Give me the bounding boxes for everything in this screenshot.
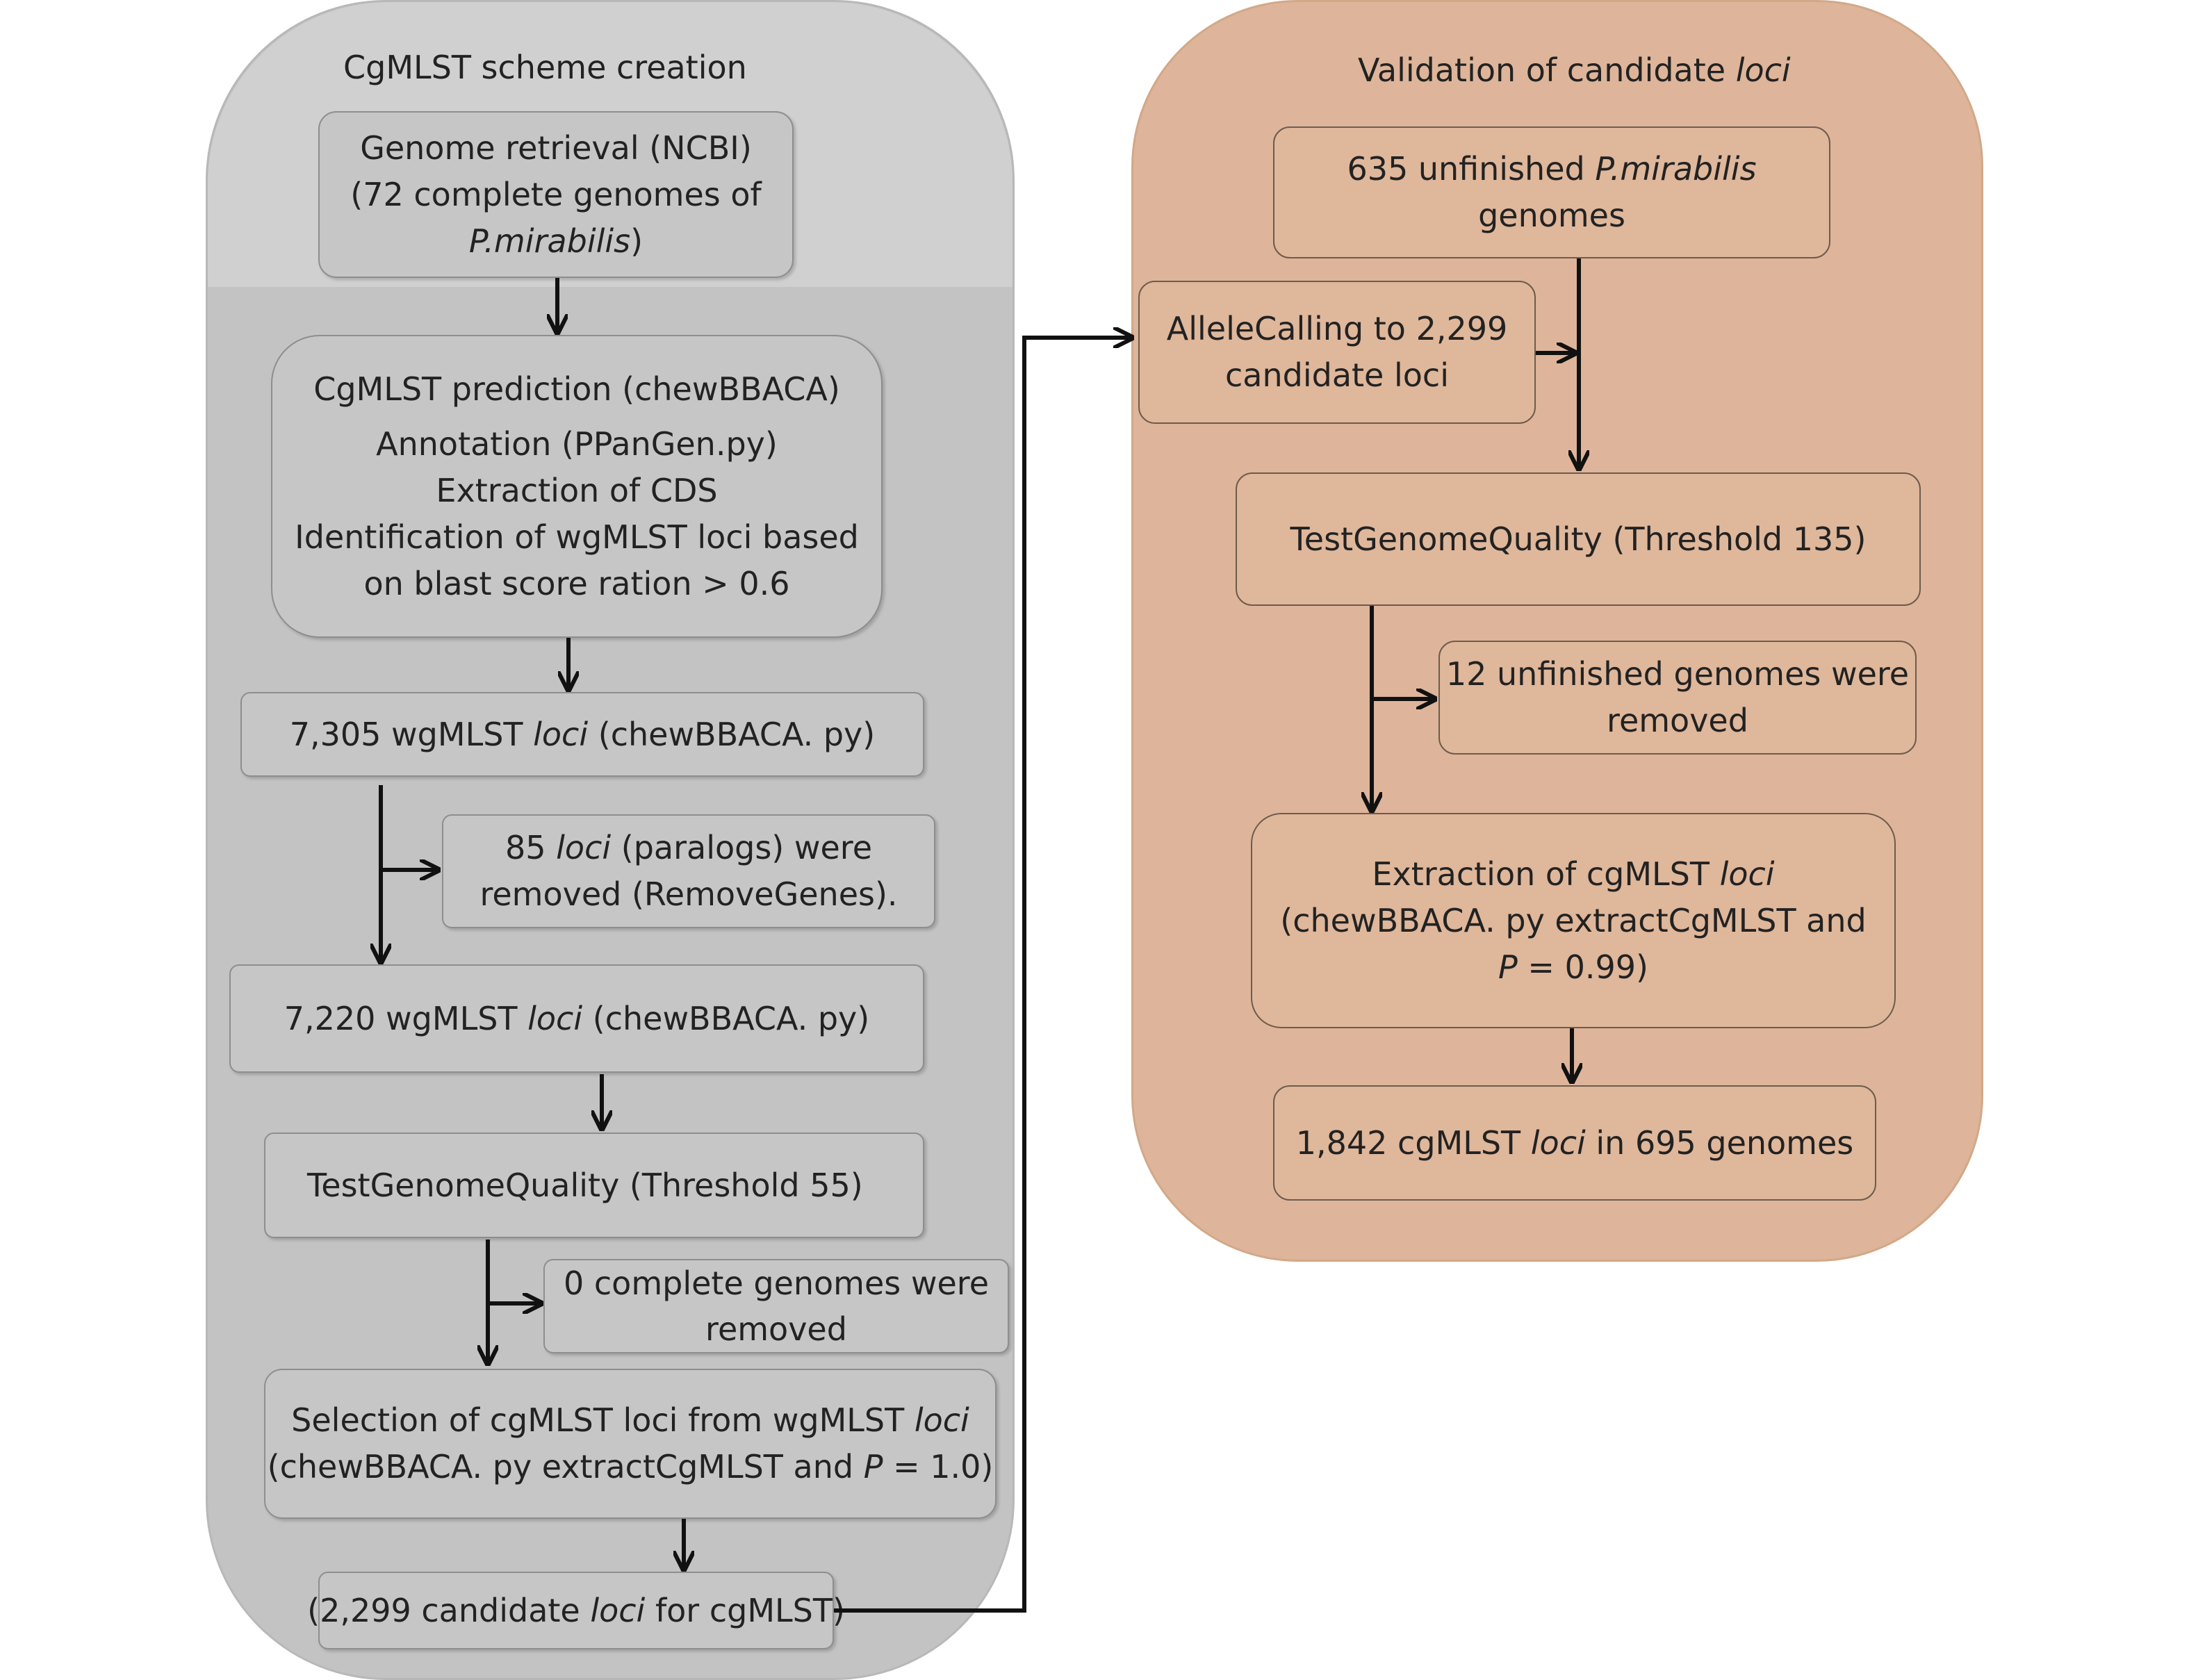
- paralogs-italic: loci: [556, 829, 612, 866]
- extraction-line3: P = 0.99): [1498, 944, 1648, 991]
- complete-removed-line1: 0 complete genomes were: [564, 1265, 989, 1302]
- wgmlst-7305-box: 7,305 wgMLST loci (chewBBACA. py): [240, 692, 924, 777]
- unfinished-removed-line2: removed: [1607, 702, 1748, 739]
- prediction-line1: CgMLST prediction (chewBBACA): [313, 370, 840, 408]
- wgmlst-7305-text: 7,305 wgMLST loci (chewBBACA. py): [290, 711, 875, 758]
- unfinished-pre: 635 unfinished: [1347, 150, 1596, 188]
- unfinished-genomes-box: 635 unfinished P.mirabilis genomes: [1273, 126, 1830, 258]
- extraction-line1-italic: loci: [1719, 855, 1775, 893]
- extraction-line3-italic: P: [1498, 948, 1518, 986]
- paren-close: ): [630, 222, 643, 260]
- final-cgmlst-box: 1,842 cgMLST loci in 695 genomes: [1273, 1085, 1876, 1201]
- cgmlst-prediction-box: CgMLST prediction (chewBBACA) Annotation…: [271, 335, 883, 638]
- final-italic: loci: [1530, 1123, 1586, 1162]
- candidates-italic: loci: [590, 1591, 646, 1629]
- genome-retrieval-line2: (72 complete genomes of: [350, 175, 762, 213]
- right-title-text: Validation of candidate: [1358, 51, 1736, 89]
- candidates-pre: (2,299 candidate: [307, 1591, 591, 1629]
- left-panel-title: CgMLST scheme creation: [343, 49, 747, 86]
- candidates-post: for cgMLST): [645, 1591, 845, 1629]
- prediction-line2: Annotation (PPanGen.py): [376, 425, 778, 463]
- extraction-cgmlst-box: Extraction of cgMLST loci (chewBBACA. py…: [1251, 813, 1896, 1028]
- wgmlst-7305-pre: 7,305 wgMLST: [289, 715, 534, 753]
- selection-cgmlst-box: Selection of cgMLST loci from wgMLST loc…: [264, 1369, 997, 1519]
- right-title-italic: loci: [1735, 51, 1791, 89]
- prediction-line5: on blast score ration > 0.6: [363, 564, 790, 602]
- right-panel-title: Validation of candidate loci: [1358, 54, 1791, 86]
- genome-retrieval-box: Genome retrieval (NCBI) (72 complete gen…: [318, 111, 794, 278]
- final-text: 1,842 cgMLST loci in 695 genomes: [1296, 1120, 1854, 1167]
- complete-removed-line2: removed: [705, 1310, 847, 1348]
- wgmlst-7305-post: (chewBBACA. py): [588, 715, 876, 753]
- unfinished-removed-line1: 12 unfinished genomes were: [1445, 655, 1910, 693]
- candidate-loci-box: (2,299 candidate loci for cgMLST): [307, 1572, 845, 1649]
- prediction-line3: Extraction of CDS: [436, 471, 718, 509]
- selection-line2-pre: (chewBBACA. py extractCgMLST and: [267, 1448, 864, 1485]
- wgmlst-7220-italic: loci: [527, 999, 583, 1037]
- paralogs-line1: 85 loci (paralogs) were: [505, 825, 872, 871]
- extraction-line2: (chewBBACA. py extractCgMLST and: [1280, 901, 1867, 939]
- selection-line2-post: = 1.0): [883, 1448, 994, 1485]
- allele-calling-line1: AlleleCalling to 2,299: [1166, 310, 1508, 347]
- quality-135-text: TestGenomeQuality (Threshold 135): [1290, 520, 1867, 558]
- wgmlst-7305-italic: loci: [533, 715, 589, 753]
- test-genome-quality-55-box: TestGenomeQuality (Threshold 55): [264, 1133, 924, 1238]
- prediction-line4: Identification of wgMLST loci based: [295, 518, 859, 556]
- selection-line2: (chewBBACA. py extractCgMLST and P = 1.0…: [268, 1444, 994, 1490]
- unfinished-italic: P.mirabilis: [1595, 150, 1757, 188]
- final-pre: 1,842 cgMLST: [1295, 1123, 1531, 1162]
- wgmlst-7220-box: 7,220 wgMLST loci (chewBBACA. py): [229, 964, 924, 1073]
- extraction-line3-post: = 0.99): [1517, 948, 1648, 986]
- selection-line1-italic: loci: [914, 1401, 969, 1439]
- paralogs-line2: removed (RemoveGenes).: [479, 875, 898, 913]
- unfinished-line1: 635 unfinished P.mirabilis: [1347, 146, 1756, 192]
- genome-retrieval-line3: P.mirabilis): [469, 218, 643, 265]
- extraction-line1: Extraction of cgMLST loci: [1372, 851, 1774, 898]
- selection-line1: Selection of cgMLST loci from wgMLST loc…: [291, 1397, 969, 1444]
- species-name: P.mirabilis: [468, 222, 631, 260]
- allele-calling-box: AlleleCalling to 2,299 candidate loci: [1138, 281, 1536, 424]
- allele-calling-line2: candidate loci: [1225, 356, 1449, 394]
- quality-55-text: TestGenomeQuality (Threshold 55): [307, 1166, 863, 1204]
- extraction-line1-pre: Extraction of cgMLST: [1372, 855, 1720, 893]
- complete-genomes-removed-box: 0 complete genomes were removed: [543, 1259, 1009, 1353]
- genome-retrieval-line1: Genome retrieval (NCBI): [360, 129, 752, 167]
- unfinished-genomes-removed-box: 12 unfinished genomes were removed: [1438, 641, 1917, 755]
- wgmlst-7220-text: 7,220 wgMLST loci (chewBBACA. py): [284, 996, 869, 1042]
- selection-line1-pre: Selection of cgMLST loci from wgMLST: [291, 1401, 915, 1439]
- wgmlst-7220-pre: 7,220 wgMLST: [284, 999, 528, 1037]
- final-post: in 695 genomes: [1585, 1123, 1854, 1162]
- paralogs-removed-box: 85 loci (paralogs) were removed (RemoveG…: [442, 814, 935, 928]
- candidate-loci-text: (2,299 candidate loci for cgMLST): [307, 1588, 845, 1634]
- wgmlst-7220-post: (chewBBACA. py): [582, 999, 870, 1037]
- unfinished-line2: genomes: [1478, 197, 1625, 234]
- test-genome-quality-135-box: TestGenomeQuality (Threshold 135): [1236, 472, 1921, 606]
- paralogs-pre: 85: [505, 829, 557, 866]
- selection-line2-italic: P: [863, 1448, 883, 1485]
- paralogs-post: (paralogs) were: [611, 829, 872, 866]
